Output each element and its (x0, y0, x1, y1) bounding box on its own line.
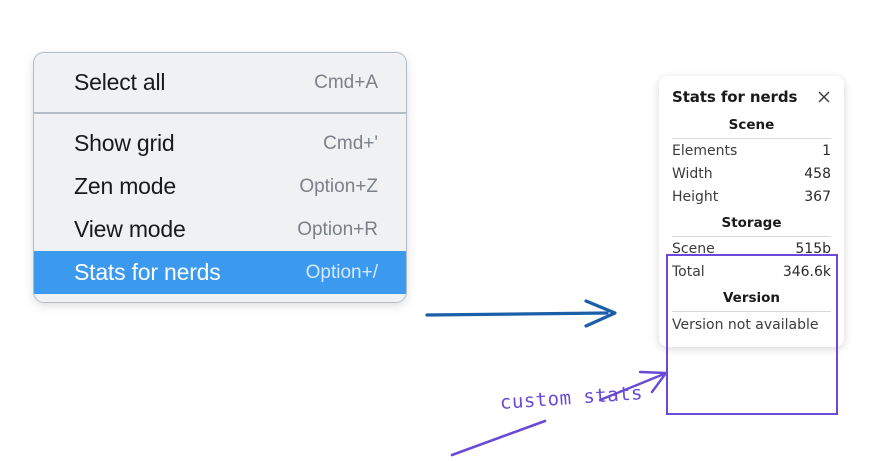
menu-item-shortcut: Option+Z (299, 175, 378, 197)
menu-item-label: Select all (74, 69, 166, 95)
stat-value: 346.6k (782, 264, 831, 280)
stats-for-nerds-panel: Stats for nerds Scene Elements 1 Width 4… (659, 76, 844, 347)
menu-item-zen-mode[interactable]: Zen mode Option+Z (34, 165, 406, 208)
stat-label: Scene (672, 241, 715, 257)
section-title: Scene (672, 110, 831, 139)
menu-item-shortcut: Option+/ (305, 261, 378, 283)
menu-item-shortcut: Cmd+A (314, 71, 378, 93)
blue-arrow-icon (425, 299, 617, 328)
stat-row: Height 367 (672, 185, 831, 208)
close-icon[interactable] (816, 89, 832, 105)
section-storage: Storage Scene 515b Total 346.6k (659, 208, 844, 283)
menu-item-show-grid[interactable]: Show grid Cmd+' (34, 122, 406, 165)
panel-title: Stats for nerds (672, 88, 798, 106)
menu-item-shortcut: Option+R (297, 218, 378, 240)
version-text: Version not available (672, 317, 819, 333)
stat-row: Scene 515b (672, 237, 831, 260)
section-title: Storage (672, 208, 831, 237)
menu-item-shortcut: Cmd+' (323, 132, 378, 154)
stat-value: 367 (804, 189, 831, 205)
stat-label: Total (672, 264, 705, 280)
menu-item-select-all[interactable]: Select all Cmd+A (34, 61, 406, 104)
stat-row: Total 346.6k (672, 260, 831, 283)
stat-label: Elements (672, 143, 738, 159)
stat-row: Width 458 (672, 162, 831, 185)
section-title: Version (672, 283, 831, 312)
purple-tail-stroke (450, 419, 547, 457)
menu-item-stats-for-nerds[interactable]: Stats for nerds Option+/ (34, 251, 406, 294)
stat-value: 1 (822, 143, 831, 159)
menu-item-view-mode[interactable]: View mode Option+R (34, 208, 406, 251)
stat-value: 515b (795, 241, 831, 257)
panel-header: Stats for nerds (659, 86, 844, 110)
stat-value: 458 (804, 166, 831, 182)
menu-item-label: Stats for nerds (74, 259, 221, 285)
menu-group-1: Select all Cmd+A (34, 53, 406, 114)
context-menu[interactable]: Select all Cmd+A Show grid Cmd+' Zen mod… (33, 52, 407, 303)
section-version: Version Version not available (659, 283, 844, 335)
stat-row: Elements 1 (672, 139, 831, 162)
stat-label: Width (672, 166, 713, 182)
menu-item-label: Zen mode (74, 173, 176, 199)
custom-stats-annotation-label: custom stats (499, 382, 644, 414)
menu-item-label: Show grid (74, 130, 175, 156)
stat-label: Height (672, 189, 719, 205)
menu-item-label: View mode (74, 216, 186, 242)
menu-group-2: Show grid Cmd+' Zen mode Option+Z View m… (34, 114, 406, 294)
section-scene: Scene Elements 1 Width 458 Height 367 (659, 110, 844, 208)
